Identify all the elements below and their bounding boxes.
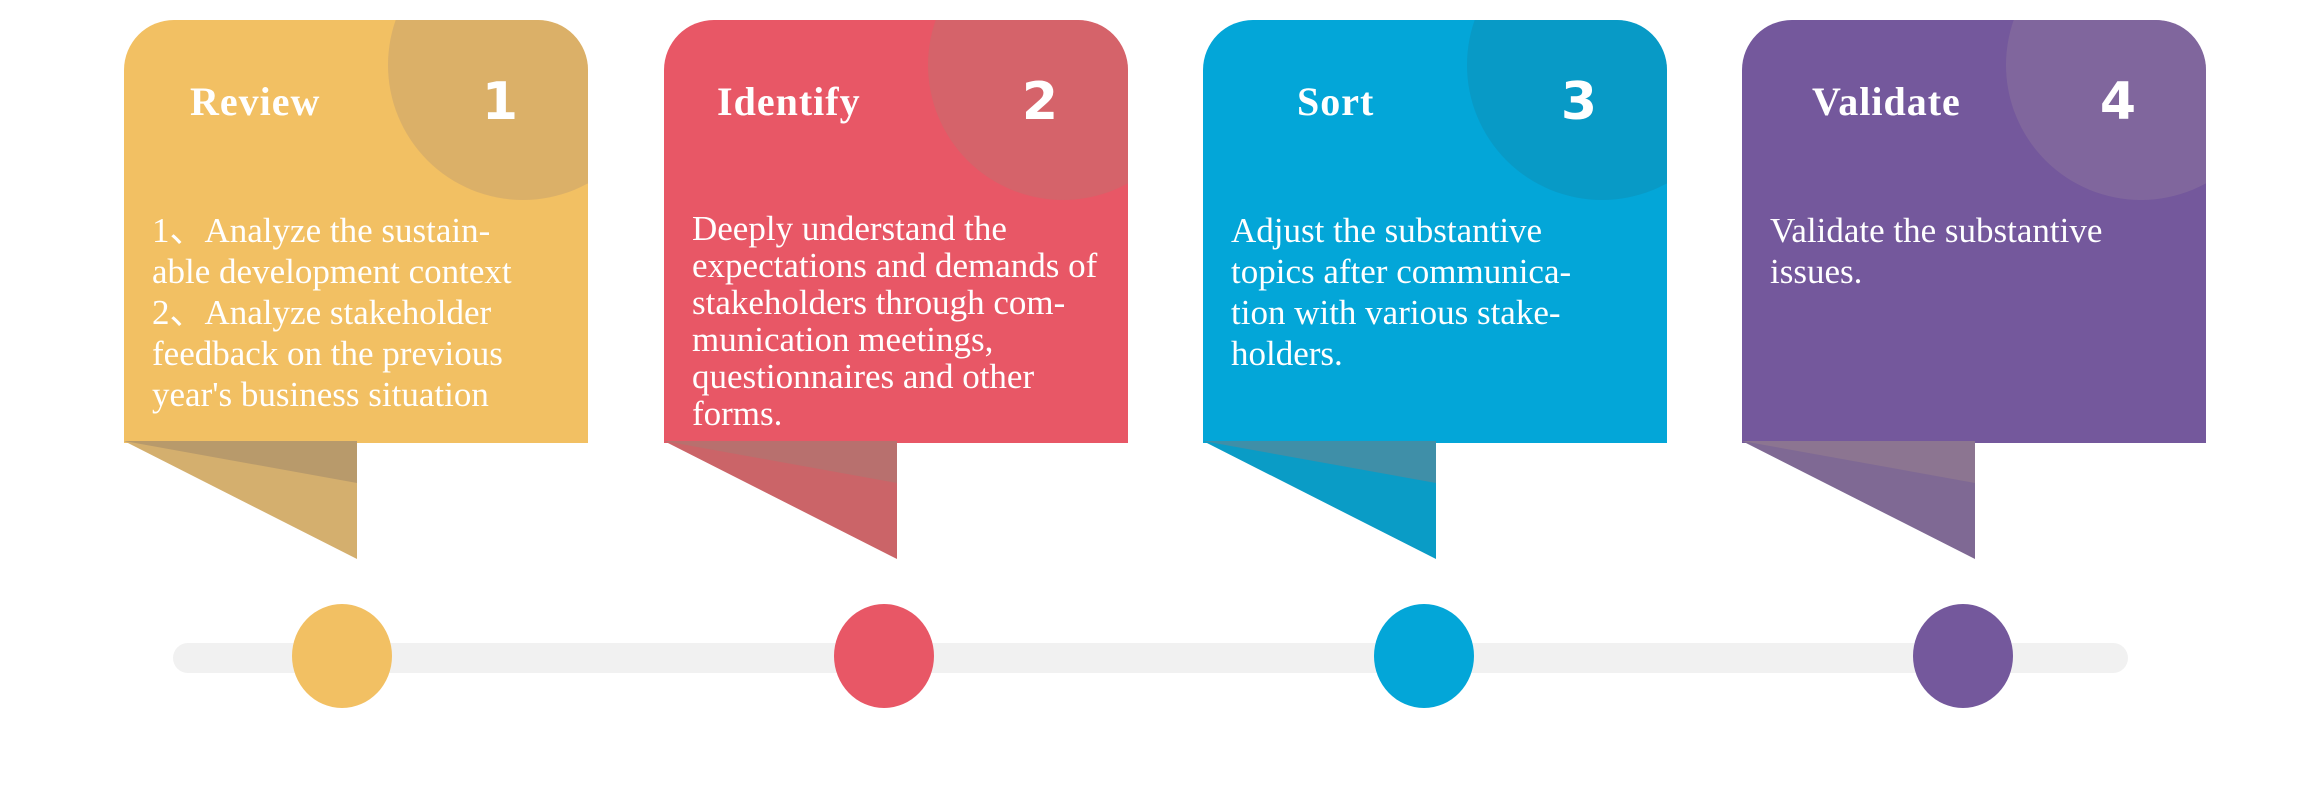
description-line: 1、Analyze the sustain-: [152, 211, 491, 250]
step-description: 1、Analyze the sustain- able development …: [152, 210, 564, 415]
timeline-dot-3: [1374, 604, 1474, 708]
step-title: Identify: [717, 79, 861, 124]
step-card-review: Review 1 1、Analyze the sustain- able dev…: [124, 20, 588, 443]
card-tail: [1203, 441, 1436, 559]
timeline-track: [173, 643, 2128, 673]
description-line: forms.: [692, 394, 783, 433]
step-title: Review: [190, 79, 321, 124]
description-line: stakeholders through com-: [692, 283, 1066, 322]
step-card-sort: Sort 3 Adjust the substantive topics aft…: [1203, 20, 1667, 443]
description-line: issues.: [1770, 252, 1863, 291]
card-tail: [124, 441, 357, 559]
description-line: holders.: [1231, 334, 1343, 373]
description-line: expectations and demands of: [692, 246, 1098, 285]
step-description: Validate the substantive issues.: [1770, 210, 2182, 292]
step-title: Sort: [1297, 79, 1375, 124]
description-line: Deeply understand the: [692, 209, 1007, 248]
description-line: tion with various stake-: [1231, 293, 1561, 332]
timeline-dot-1: [292, 604, 392, 708]
card-tail: [1742, 441, 1975, 559]
step-number: 1: [481, 72, 518, 132]
step-title: Validate: [1812, 79, 1961, 124]
description-line: 2、Analyze stakeholder: [152, 293, 492, 332]
step-description: Adjust the substantive topics after comm…: [1231, 210, 1643, 374]
description-line: munication meetings,: [692, 320, 994, 359]
step-card-identify: Identify 2 Deeply understand the expecta…: [664, 20, 1128, 443]
step-number: 2: [1021, 72, 1058, 132]
description-line: year's business situation: [152, 375, 489, 414]
description-line: feedback on the previous: [152, 334, 503, 373]
step-description: Deeply understand the expectations and d…: [692, 210, 1104, 432]
step-number: 3: [1560, 72, 1597, 132]
description-line: questionnaires and other: [692, 357, 1035, 396]
step-card-validate: Validate 4 Validate the substantive issu…: [1742, 20, 2206, 443]
description-line: Adjust the substantive: [1231, 211, 1543, 250]
description-line: topics after communica-: [1231, 252, 1572, 291]
step-number: 4: [2099, 72, 2136, 132]
timeline-dot-2: [834, 604, 934, 708]
timeline-dot-4: [1913, 604, 2013, 708]
description-line: able development context: [152, 252, 512, 291]
card-tail: [664, 441, 897, 559]
description-line: Validate the substantive: [1770, 211, 2103, 250]
